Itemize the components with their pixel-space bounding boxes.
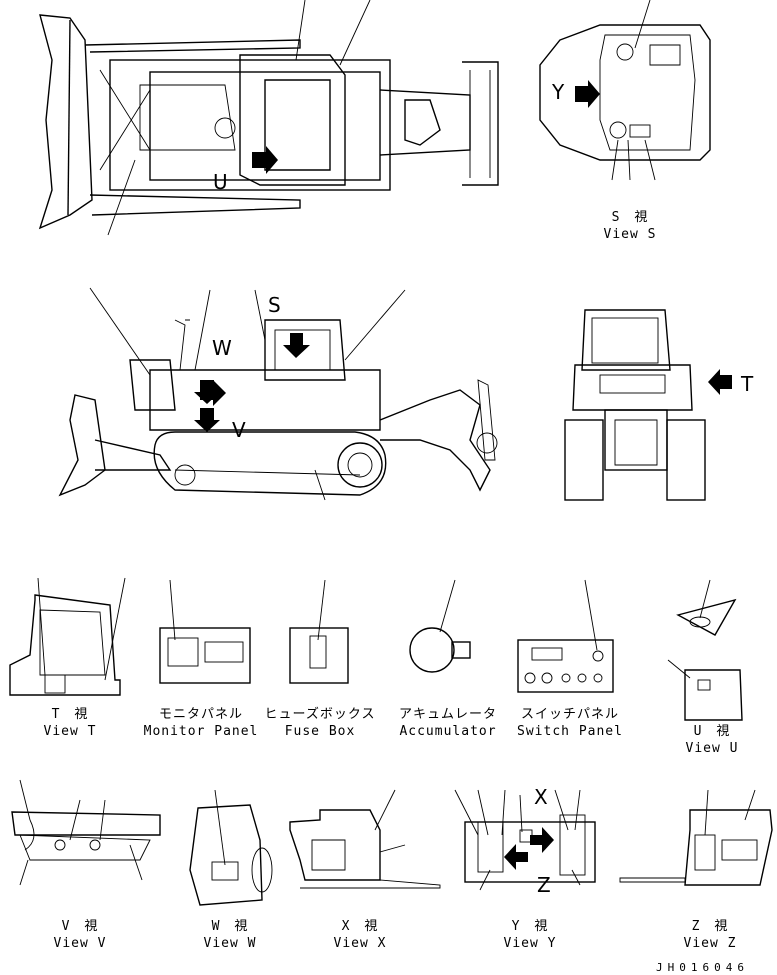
marker-u: U [213,170,228,194]
accumulator-drawing [409,579,471,673]
monitor-panel-label-jp: モニタパネル [158,707,243,722]
marker-z: Z [537,873,551,897]
view-w-drawing [189,789,273,906]
view-v-label-jp: V 視 [61,919,99,934]
view-w-label-en: View W [203,936,257,951]
top-view-bulldozer [38,0,499,236]
accumulator-label-jp: アキュムレータ [398,707,497,722]
monitor-panel-drawing [159,579,251,684]
side-view-bulldozer [58,287,498,501]
view-u-label-en: View U [685,741,739,756]
accumulator-label-en: Accumulator [399,724,497,739]
monitor-panel-label-en: Monitor Panel [143,724,259,739]
fuse-box-label-en: Fuse Box [284,724,356,739]
view-x-label-en: View X [333,936,387,951]
marker-t: T [741,372,754,396]
switch-panel-label-en: Switch Panel [517,724,623,739]
view-z-label-jp: Z 視 [691,919,729,934]
view-s-label-jp: S 視 [611,210,649,225]
fuse-box-label-jp: ヒューズボックス [264,707,376,722]
view-u-label-jp: U 視 [693,724,731,739]
marker-y: Y [552,80,565,104]
marker-s: S [268,293,281,317]
view-y-label-en: View Y [503,936,557,951]
view-x-label-jp: X 視 [341,919,379,934]
view-s-drawing [539,0,711,181]
view-u-drawing [667,579,743,721]
switch-panel-drawing [517,579,614,693]
view-s-label-en: View S [603,227,657,242]
view-w-label-jp: W 視 [211,919,249,934]
view-y-drawing [454,789,596,891]
document-id: JH016046 [656,961,749,974]
view-t-label-en: View T [43,724,97,739]
view-y-label-jp: Y 視 [511,919,549,934]
view-x-drawing [289,789,441,889]
switch-panel-label-jp: スイッチパネル [520,707,619,722]
rear-view-bulldozer [564,309,732,501]
marker-x: X [534,785,548,809]
view-t-label-jp: T 視 [51,707,89,722]
marker-v: V [232,418,246,442]
view-z-drawing [619,789,773,886]
view-v-label-en: View V [53,936,107,951]
view-t-drawing [9,577,126,696]
fuse-box-drawing [289,579,349,684]
marker-w: W [212,336,232,360]
view-z-label-en: View Z [683,936,737,951]
view-v-drawing [11,779,161,886]
